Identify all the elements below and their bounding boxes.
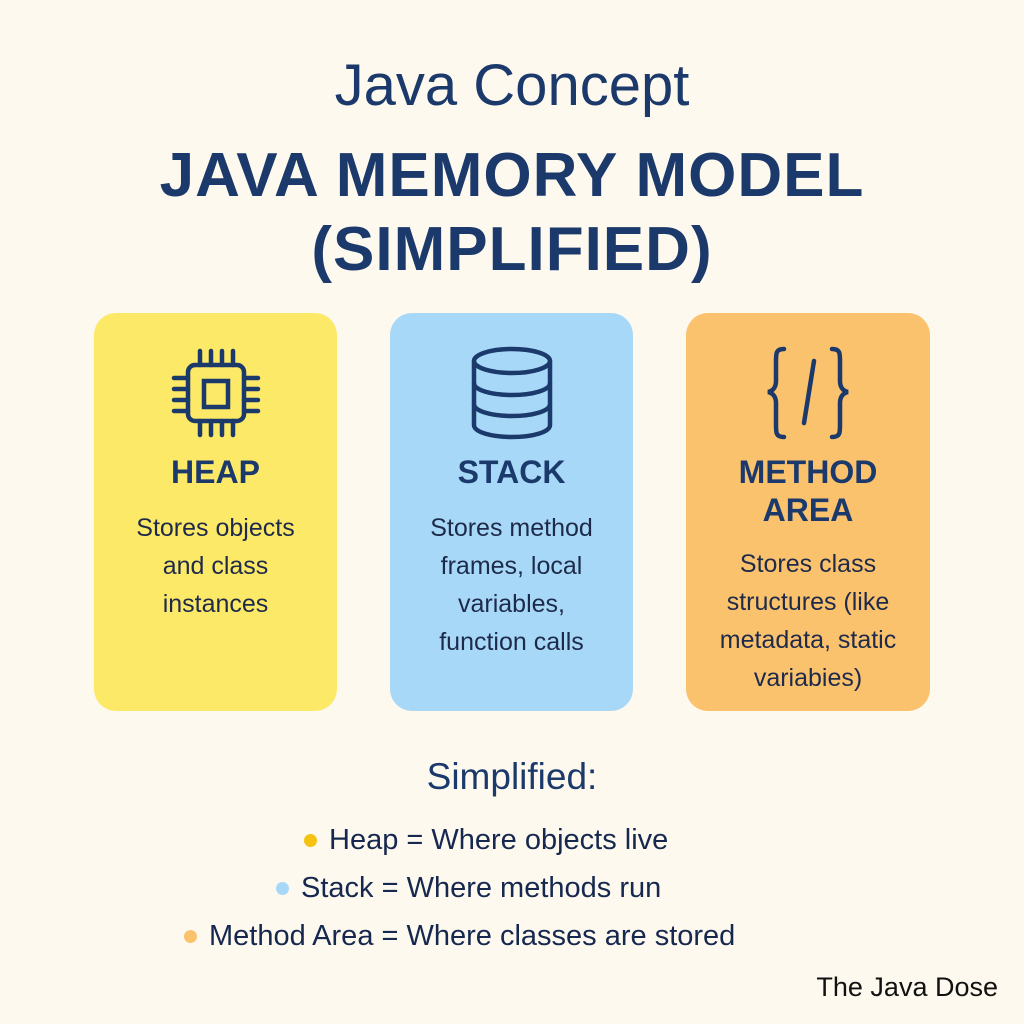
- summary-item-stack: Stack = Where methods run: [276, 872, 661, 905]
- footer-brand: The Java Dose: [816, 972, 998, 1002]
- summary-item-heap: Heap = Where objects live: [304, 824, 668, 857]
- label-line: METHOD: [738, 454, 878, 490]
- label-line: AREA: [762, 492, 854, 528]
- desc-line: frames, local: [440, 552, 583, 580]
- bullet-dot-icon: [184, 930, 197, 943]
- summary-text: Stack = Where methods run: [301, 872, 662, 904]
- desc-line: Stores method: [430, 514, 593, 542]
- bullet-dot-icon: [276, 882, 289, 895]
- summary-heading: Simplified:: [426, 756, 598, 797]
- summary-text: Heap = Where objects live: [329, 824, 669, 856]
- title-line-1: JAVA MEMORY MODEL: [159, 141, 865, 210]
- method-area-card: METHOD AREA Stores class structures (lik…: [686, 313, 930, 711]
- bullet-dot-icon: [304, 834, 317, 847]
- summary-text: Method Area = Where classes are stored: [209, 920, 736, 952]
- stack-description: Stores method frames, local variables, f…: [394, 509, 629, 661]
- stack-label: STACK: [457, 454, 566, 490]
- database-icon: [390, 343, 633, 443]
- cpu-chip-icon: [94, 343, 337, 443]
- stack-card: STACK Stores method frames, local variab…: [390, 313, 633, 711]
- desc-line: structures (like: [726, 588, 890, 616]
- desc-line: instances: [162, 590, 269, 618]
- desc-line: metadata, static: [719, 626, 897, 654]
- heap-description: Stores objects and class instances: [98, 509, 333, 623]
- desc-line: function calls: [439, 628, 584, 656]
- method-area-description: Stores class structures (like metadata, …: [690, 545, 926, 697]
- desc-line: Stores objects: [136, 514, 295, 542]
- summary-item-method-area: Method Area = Where classes are stored: [184, 920, 735, 953]
- heap-card: HEAP Stores objects and class instances: [94, 313, 337, 711]
- desc-line: Stores class: [739, 550, 877, 578]
- code-braces-icon: [686, 343, 930, 443]
- method-area-label: METHOD AREA: [686, 453, 930, 529]
- desc-line: variables,: [458, 590, 565, 618]
- heap-label: HEAP: [171, 454, 260, 490]
- desc-line: variabies): [753, 664, 863, 692]
- subtitle: Java Concept: [334, 53, 690, 118]
- title-line-2: (SIMPLIFIED): [311, 215, 713, 284]
- desc-line: and class: [162, 552, 269, 580]
